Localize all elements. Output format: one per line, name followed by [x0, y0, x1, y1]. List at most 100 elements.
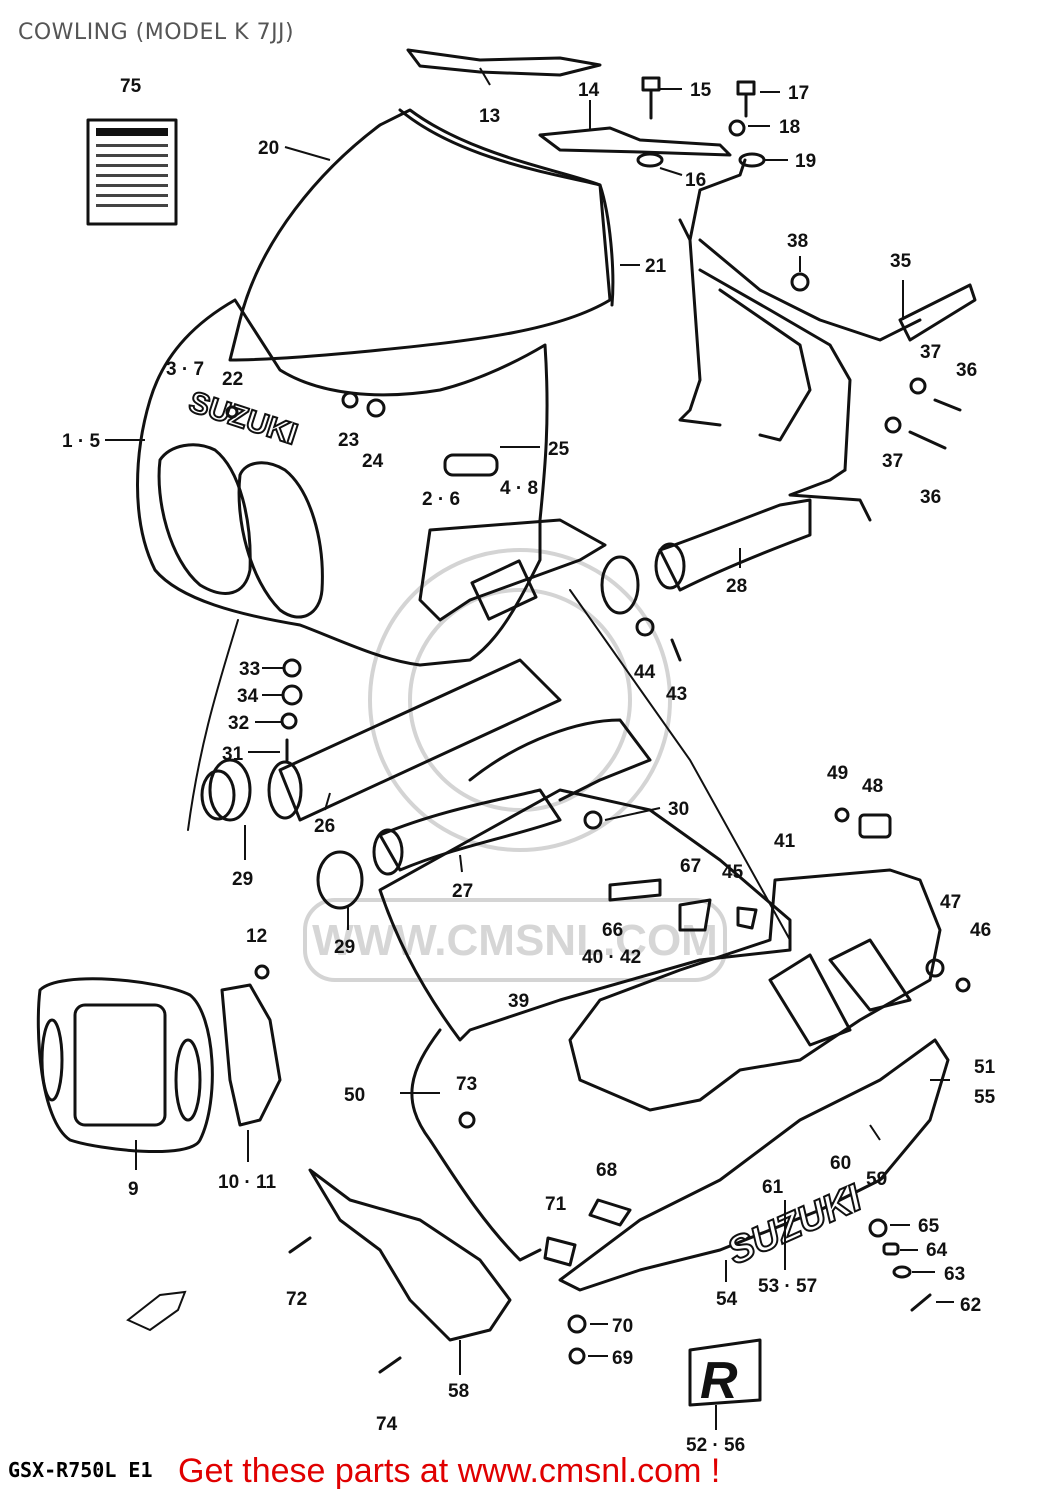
- callout: 74: [376, 1414, 398, 1435]
- diagram-title: COWLING (MODEL K 7JJ): [18, 20, 295, 45]
- callout: 1 · 5: [62, 431, 100, 452]
- windscreen-trim-21: [398, 108, 615, 307]
- washer-18: [728, 119, 746, 137]
- callout: 9: [128, 1179, 139, 1200]
- callout: 38: [787, 231, 808, 252]
- cowling-stay-part: [678, 158, 977, 522]
- fairing-front-line: [187, 619, 239, 831]
- clip-67: [678, 898, 712, 932]
- callout: 17: [788, 83, 809, 104]
- bolt-43: [670, 638, 682, 662]
- screw-62: [910, 1293, 932, 1312]
- model-code: GSX-R750L E1: [8, 1458, 153, 1482]
- headlight-left: [157, 443, 252, 595]
- spacer-64: [882, 1242, 900, 1256]
- upper-cowl-part: [136, 298, 549, 667]
- watermark-logo: WWW.CMSNL.COM: [303, 548, 727, 982]
- callout: 13: [479, 106, 500, 127]
- grommet-38: [790, 272, 810, 292]
- callout: 22: [222, 369, 243, 390]
- screw-12: [254, 964, 270, 980]
- callout: 75: [120, 76, 142, 97]
- clip-68: [588, 1198, 632, 1227]
- callout: 62: [960, 1295, 981, 1316]
- callout: 21: [645, 256, 667, 277]
- clip-30: [583, 810, 603, 830]
- callout: 59: [866, 1169, 887, 1190]
- nut-16: [636, 152, 664, 168]
- leader-lines: [105, 67, 954, 1430]
- side-cover-vents: [768, 938, 912, 1047]
- callout: 4 · 8: [500, 478, 538, 499]
- callout: 69: [612, 1348, 633, 1369]
- callout: 35: [890, 251, 912, 272]
- clip-66: [608, 878, 662, 902]
- grommet-23: [341, 391, 359, 409]
- callout: 67: [680, 856, 701, 877]
- callout: 16: [685, 170, 706, 191]
- screw-74: [378, 1356, 402, 1374]
- vent-grill-part: [470, 559, 538, 621]
- callout: 39: [508, 991, 529, 1012]
- callout: 29: [232, 869, 253, 890]
- callout: 73: [456, 1074, 477, 1095]
- callout: 63: [944, 1264, 965, 1285]
- washer-63: [892, 1265, 912, 1279]
- inner-grille-9: [36, 977, 214, 1153]
- callout: 71: [545, 1194, 567, 1215]
- callout: 53 · 57: [758, 1276, 817, 1297]
- washer-32: [280, 712, 298, 730]
- callout: 33: [239, 659, 260, 680]
- callout: 41: [774, 831, 796, 852]
- callout: 14: [578, 80, 600, 101]
- air-duct-26: [267, 658, 562, 822]
- bolt-17: [736, 80, 756, 118]
- callout: 27: [452, 881, 473, 902]
- front-direction-arrow: [126, 1290, 187, 1332]
- callout: 48: [862, 776, 883, 797]
- callout: 72: [286, 1289, 307, 1310]
- callout: 36: [920, 487, 941, 508]
- footer-link[interactable]: Get these parts at www.cmsnl.com !: [178, 1452, 721, 1490]
- r-decal-part: R: [688, 1338, 762, 1410]
- top-panel-part: [406, 48, 602, 77]
- callout: 70: [612, 1316, 633, 1337]
- screw-46: [955, 977, 971, 993]
- callout: 65: [918, 1216, 940, 1237]
- rubber-mount-48: [858, 813, 892, 839]
- callout-labels: 1 · 5 2 · 6 3 · 7 4 · 8 9 10 · 11 12 13 …: [62, 76, 996, 1456]
- callout: 68: [596, 1160, 617, 1181]
- fairing-edge-line: [569, 589, 791, 941]
- nut-49: [834, 807, 850, 823]
- clip-45: [736, 906, 758, 930]
- duct-cap-29-left: [200, 758, 252, 822]
- callout: 37: [882, 451, 903, 472]
- caution-label-part: [86, 118, 178, 226]
- callout: 46: [970, 920, 991, 941]
- callout: 3 · 7: [166, 359, 204, 380]
- callout: 28: [726, 576, 747, 597]
- washer-47: [925, 958, 945, 978]
- callout: 19: [795, 151, 816, 172]
- callout: 31: [222, 744, 244, 765]
- callout: 20: [258, 138, 279, 159]
- grille-bracket-10: [220, 983, 282, 1127]
- lower-stay-50: [410, 1028, 542, 1262]
- callout: 23: [338, 430, 359, 451]
- callout: 64: [926, 1240, 948, 1261]
- callout: 66: [602, 920, 623, 941]
- nut-73: [458, 1111, 476, 1129]
- bolt-36b: [908, 430, 947, 450]
- callout: 45: [722, 862, 744, 883]
- bracket-25: [443, 453, 499, 477]
- callout: 61: [762, 1177, 784, 1198]
- washer-37b: [884, 416, 902, 434]
- callout: 51: [974, 1057, 996, 1078]
- grommet-34: [281, 684, 303, 706]
- callout: 58: [448, 1381, 469, 1402]
- washer-37a: [909, 377, 927, 395]
- callout: 2 · 6: [422, 489, 460, 510]
- duct-cap-29-right: [316, 850, 364, 910]
- callout: 52 · 56: [686, 1435, 745, 1456]
